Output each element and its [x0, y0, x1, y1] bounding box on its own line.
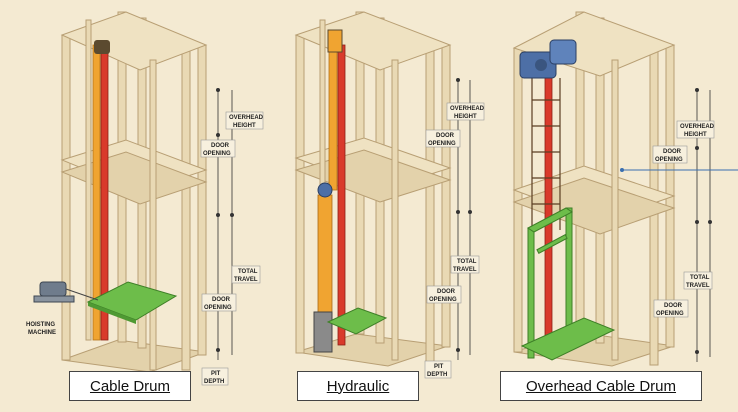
travel-label-2: TRAVEL: [234, 277, 258, 283]
cable-drum-diagram: HOISTING MACHINE OVERHEAD HEIGHT DOOR OP…: [26, 11, 264, 386]
overhead-label-1: OVERHEAD: [680, 124, 715, 130]
overhead-motor-icon: [519, 39, 577, 79]
door-label-1: DOOR: [663, 149, 682, 155]
caption-cable-drum: Cable Drum: [69, 371, 191, 401]
travel-label-2: TRAVEL: [686, 283, 710, 289]
overhead-label-2: HEIGHT: [233, 123, 256, 129]
door2-label-2: OPENING: [656, 311, 684, 317]
caption-hydraulic: Hydraulic: [297, 371, 419, 401]
pit-label-2: DEPTH: [204, 379, 224, 385]
sheave: [317, 182, 333, 198]
guide-rail-orange: [328, 39, 338, 191]
pointer-dot: [620, 168, 624, 172]
guide-rail-red: [544, 69, 553, 346]
lift-car-frame: [520, 207, 616, 361]
pump-icon: [313, 311, 333, 353]
hoisting-label-2: MACHINE: [28, 330, 56, 336]
door-label-1: DOOR: [211, 143, 230, 149]
travel-label-2: TRAVEL: [453, 267, 477, 273]
pit-label-2: DEPTH: [427, 372, 447, 378]
lift-platform: [326, 307, 388, 335]
door2-label-2: OPENING: [429, 297, 457, 303]
door-label-2: OPENING: [655, 157, 683, 163]
hoisting-label-1: HOISTING: [26, 322, 55, 328]
door-label-2: OPENING: [203, 151, 231, 157]
hydraulic-diagram: OVERHEAD HEIGHT DOOR OPENING TOTAL TRAVE…: [294, 11, 485, 379]
dimension-lines: [455, 78, 472, 360]
travel-label-1: TOTAL: [690, 275, 710, 281]
overhead-label-1: OVERHEAD: [229, 115, 264, 121]
overhead-cable-drum-diagram: OVERHEAD HEIGHT DOOR OPENING TOTAL TRAVE…: [512, 11, 738, 367]
overhead-label-2: HEIGHT: [454, 114, 477, 120]
guide-rail-red: [337, 44, 346, 346]
pit-label-1: PIT: [211, 371, 221, 377]
travel-label-1: TOTAL: [457, 259, 477, 265]
drum-top: [94, 40, 110, 54]
door-label-2: OPENING: [428, 141, 456, 147]
guide-rail-orange: [92, 44, 101, 341]
hoisting-machine-icon: [33, 281, 99, 303]
pit-label-1: PIT: [434, 364, 444, 370]
hydraulic-cylinder: [317, 194, 333, 316]
overhead-label-2: HEIGHT: [684, 132, 707, 138]
caption-overhead-cable-drum: Overhead Cable Drum: [500, 371, 702, 401]
door2-label-2: OPENING: [204, 305, 232, 311]
travel-label-1: TOTAL: [238, 269, 258, 275]
door2-label-1: DOOR: [664, 303, 683, 309]
door2-label-1: DOOR: [437, 289, 456, 295]
door-label-1: DOOR: [436, 133, 455, 139]
door2-label-1: DOOR: [212, 297, 231, 303]
shaft-frame: [512, 11, 676, 366]
overhead-label-1: OVERHEAD: [450, 106, 485, 112]
cable-ladder: [531, 78, 561, 230]
